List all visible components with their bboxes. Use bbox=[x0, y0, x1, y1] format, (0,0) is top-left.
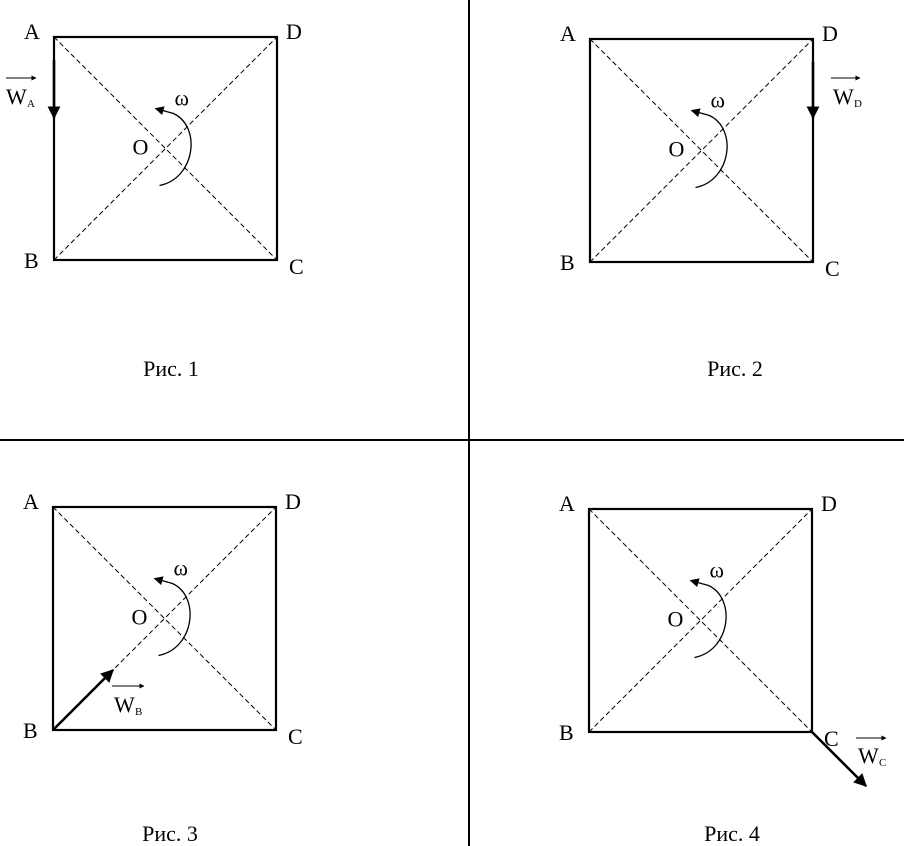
vertex-label-b: B bbox=[24, 248, 39, 273]
diagonal-bd bbox=[589, 38, 814, 263]
diagonal-bd bbox=[588, 508, 813, 733]
figure-caption: Рис. 1 bbox=[143, 356, 199, 381]
vertex-label-c: C bbox=[289, 254, 304, 279]
omega-label: ω bbox=[711, 88, 725, 113]
acceleration-vector-arrow bbox=[52, 669, 114, 731]
vertex-label-a: A bbox=[23, 489, 39, 514]
vector-subscript: C bbox=[879, 757, 886, 769]
diagonal-ac bbox=[52, 506, 277, 731]
vector-subscript: B bbox=[135, 706, 142, 718]
vertex-label-d: D bbox=[286, 19, 302, 44]
diagonal-ac bbox=[53, 36, 278, 261]
omega-label: ω bbox=[710, 558, 724, 583]
vector-symbol: W bbox=[858, 743, 879, 768]
rotation-arrow-icon bbox=[154, 106, 192, 187]
vertex-label-c: C bbox=[288, 724, 303, 749]
vertex-label-b: B bbox=[559, 720, 574, 745]
vector-symbol: W bbox=[6, 84, 27, 109]
diagonal-ac bbox=[588, 508, 813, 733]
vertex-label-c: C bbox=[824, 726, 839, 751]
figure-caption: Рис. 3 bbox=[142, 821, 198, 846]
vector-subscript: A bbox=[27, 98, 35, 110]
vertex-label-d: D bbox=[821, 491, 837, 516]
square-abcd bbox=[52, 35, 279, 262]
vector-symbol: W bbox=[114, 692, 135, 717]
vertex-label-a: A bbox=[559, 491, 575, 516]
center-label-o: O bbox=[668, 607, 684, 632]
rotation-arrow-icon bbox=[690, 108, 728, 189]
square-abcd bbox=[587, 507, 814, 734]
omega-label: ω bbox=[174, 556, 188, 581]
rotation-arrow-icon bbox=[153, 576, 191, 657]
vertex-label-d: D bbox=[285, 489, 301, 514]
vertex-label-c: C bbox=[825, 256, 840, 281]
figure-caption: Рис. 4 bbox=[704, 821, 760, 846]
figure-caption: Рис. 2 bbox=[707, 356, 763, 381]
vertex-label-d: D bbox=[822, 21, 838, 46]
vector-subscript: D bbox=[854, 98, 862, 110]
omega-label: ω bbox=[175, 86, 189, 111]
vector-symbol: W bbox=[833, 84, 854, 109]
vertex-label-b: B bbox=[560, 250, 575, 275]
square-abcd bbox=[51, 505, 278, 732]
acceleration-vector-arrow bbox=[811, 731, 867, 787]
center-label-o: O bbox=[133, 135, 149, 160]
rotation-arrow-icon bbox=[689, 578, 727, 659]
vertex-label-a: A bbox=[560, 21, 576, 46]
diagonal-bd bbox=[53, 36, 278, 261]
vertex-label-b: B bbox=[23, 718, 38, 743]
center-label-o: O bbox=[132, 605, 148, 630]
diagonal-ac bbox=[589, 38, 814, 263]
square-abcd bbox=[588, 37, 815, 264]
vertex-label-a: A bbox=[24, 19, 40, 44]
center-label-o: O bbox=[669, 137, 685, 162]
